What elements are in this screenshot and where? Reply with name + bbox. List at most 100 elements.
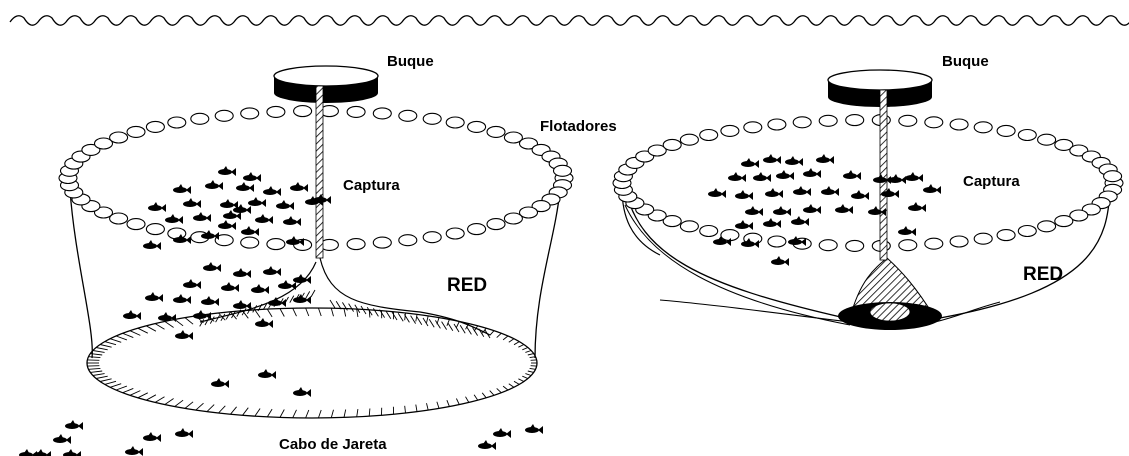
- fish-icon: [478, 440, 496, 450]
- fish-icon: [173, 294, 191, 304]
- right-scene: Buque Captura RED: [613, 53, 1123, 330]
- float-icon: [504, 213, 522, 224]
- float-icon: [899, 240, 917, 251]
- fish-icon: [745, 206, 763, 216]
- right-net-label: RED: [1023, 264, 1063, 285]
- fish-icon: [735, 190, 753, 200]
- float-icon: [468, 224, 486, 235]
- float-icon: [1018, 226, 1036, 237]
- float-icon: [347, 106, 365, 117]
- fish-icon: [201, 296, 219, 306]
- float-icon: [925, 117, 943, 128]
- fish-icon: [276, 200, 294, 210]
- fish-icon: [125, 446, 143, 456]
- float-icon: [768, 119, 786, 130]
- float-icon: [680, 221, 698, 232]
- fish-icon: [218, 220, 236, 230]
- purse-line-label: Cabo de Jareta: [279, 436, 387, 453]
- fish-icon: [158, 312, 176, 322]
- float-icon: [267, 239, 285, 250]
- left-purse-ring: [87, 308, 537, 418]
- fish-icon: [278, 280, 296, 290]
- float-icon: [768, 236, 786, 247]
- fish-icon: [53, 434, 71, 444]
- fish-icon: [728, 172, 746, 182]
- fish-icon: [835, 204, 853, 214]
- fish-icon: [843, 170, 861, 180]
- fish-icon: [255, 214, 273, 224]
- float-icon: [950, 236, 968, 247]
- float-icon: [347, 239, 365, 250]
- fish-icon: [793, 186, 811, 196]
- fish-icon: [735, 220, 753, 230]
- float-icon: [267, 106, 285, 117]
- fish-icon: [493, 428, 511, 438]
- fish-icon: [248, 197, 266, 207]
- float-icon: [925, 238, 943, 249]
- fish-icon: [218, 166, 236, 176]
- fish-icon: [290, 182, 308, 192]
- float-icon: [241, 237, 259, 248]
- fish-icon: [143, 240, 161, 250]
- float-icon: [974, 233, 992, 244]
- float-icon: [950, 119, 968, 130]
- fish-icon: [263, 266, 281, 276]
- fish-icon: [908, 202, 926, 212]
- fish-icon: [203, 262, 221, 272]
- fish-icon: [771, 256, 789, 266]
- float-icon: [819, 115, 837, 126]
- fish-icon: [741, 158, 759, 168]
- float-icon: [1038, 134, 1056, 145]
- fish-icon: [753, 172, 771, 182]
- float-icon: [1038, 221, 1056, 232]
- float-icon: [680, 134, 698, 145]
- fish-icon: [765, 188, 783, 198]
- fish-icon: [293, 387, 311, 397]
- fish-icon: [525, 424, 543, 434]
- fish-icon: [923, 184, 941, 194]
- float-icon: [700, 130, 718, 141]
- fish-icon: [258, 369, 276, 379]
- left-net-wall-left: [70, 190, 92, 358]
- fish-icon: [898, 226, 916, 236]
- fish-icon: [708, 188, 726, 198]
- float-icon: [294, 106, 312, 117]
- left-net-bunch: [320, 258, 490, 335]
- float-icon: [487, 219, 505, 230]
- fish-icon: [143, 432, 161, 442]
- fish-icon: [183, 198, 201, 208]
- fish-icon: [283, 216, 301, 226]
- right-net-bundle: [838, 258, 942, 330]
- floats-label: Flotadores: [540, 118, 617, 135]
- fish-icon: [175, 428, 193, 438]
- float-icon: [846, 240, 864, 251]
- float-icon: [241, 108, 259, 119]
- float-icon: [168, 117, 186, 128]
- fish-icon: [773, 206, 791, 216]
- float-icon: [1055, 216, 1073, 227]
- float-icon: [744, 122, 762, 133]
- fish-icon: [173, 184, 191, 194]
- right-float-ring: [613, 115, 1123, 252]
- float-icon: [663, 139, 681, 150]
- fish-icon: [165, 214, 183, 224]
- right-vessel-label: Buque: [942, 53, 989, 70]
- fish-icon: [183, 279, 201, 289]
- fish-icon: [803, 204, 821, 214]
- float-icon: [399, 110, 417, 121]
- float-icon: [215, 110, 233, 121]
- fish-icon: [243, 172, 261, 182]
- float-icon: [446, 117, 464, 128]
- left-catch-label: Captura: [343, 177, 400, 194]
- float-icon: [373, 108, 391, 119]
- fish-icon: [205, 180, 223, 190]
- float-icon: [1018, 130, 1036, 141]
- fish-icon: [293, 294, 311, 304]
- float-icon: [110, 132, 128, 143]
- fish-icon: [211, 378, 229, 388]
- float-icon: [554, 165, 572, 176]
- float-icon: [974, 122, 992, 133]
- fish-icon: [145, 292, 163, 302]
